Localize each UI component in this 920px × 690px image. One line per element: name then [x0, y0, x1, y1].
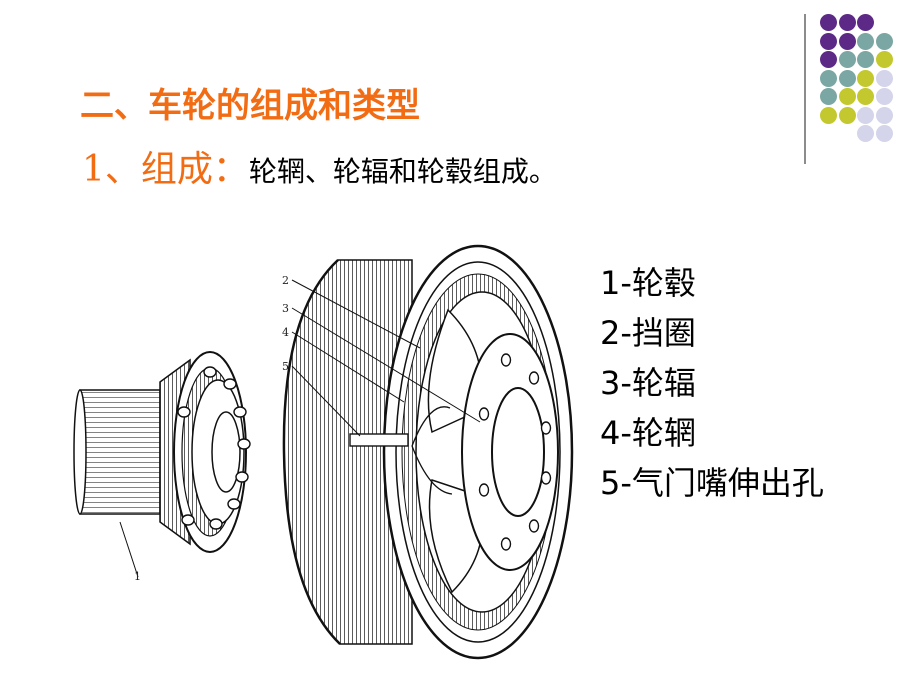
- callout-1: 1: [134, 570, 141, 583]
- decorative-dot-grid: [820, 14, 900, 144]
- callout-3: 3: [282, 302, 289, 315]
- decorative-dot: [875, 32, 893, 50]
- decorative-dot: [857, 32, 874, 50]
- subtitle-text: 轮辋、轮辐和轮毂组成。: [248, 155, 557, 188]
- decorative-dot: [857, 106, 874, 124]
- legend-item-retaining-ring: 2-挡圈: [600, 314, 696, 352]
- decorative-dot: [857, 125, 874, 142]
- decorative-dot: [838, 32, 856, 50]
- decorative-dot: [820, 32, 837, 50]
- decorative-dot: [838, 88, 856, 105]
- decorative-dot: [838, 51, 856, 68]
- slide-subtitle: 1、组成：轮辋、轮辐和轮毂组成。: [82, 140, 557, 192]
- wheel-assembly-illustration: 1: [73, 244, 574, 660]
- decorative-dot: [838, 69, 856, 87]
- legend-item-spoke: 3-轮辐: [600, 364, 696, 402]
- callout-5: 5: [282, 360, 289, 373]
- decorative-dot: [820, 14, 837, 31]
- decorative-dot: [820, 88, 837, 105]
- wheel-drawing: 2 3 4 5: [282, 244, 574, 660]
- decorative-dot: [875, 106, 893, 124]
- subtitle-lead: 1、组成：: [82, 149, 249, 190]
- decorative-dot: [857, 69, 874, 87]
- decorative-dot: [820, 69, 837, 87]
- decorative-dot: [857, 88, 874, 105]
- hub-drawing: 1: [73, 351, 251, 583]
- decorative-dot: [838, 14, 856, 31]
- legend-item-hub: 1-轮毂: [600, 264, 696, 302]
- decorative-dot: [875, 125, 893, 142]
- decorative-dot: [857, 14, 874, 31]
- decorative-dot: [820, 51, 837, 68]
- decorative-dot: [875, 51, 893, 68]
- callout-2: 2: [282, 274, 289, 287]
- decorative-dot: [875, 69, 893, 87]
- decorative-dot: [857, 51, 874, 68]
- decorative-dot: [820, 106, 837, 124]
- slide-title: 二、车轮的组成和类型: [80, 86, 420, 126]
- decorative-dot: [875, 88, 893, 105]
- decorative-dot: [838, 106, 856, 124]
- legend-item-valve-hole: 5-气门嘴伸出孔: [600, 464, 824, 502]
- decorative-divider: [804, 14, 806, 164]
- callout-4: 4: [282, 326, 289, 339]
- parts-legend: 1-轮毂 2-挡圈 3-轮辐 4-轮辋 5-气门嘴伸出孔: [600, 258, 824, 508]
- legend-item-rim: 4-轮辋: [600, 414, 696, 452]
